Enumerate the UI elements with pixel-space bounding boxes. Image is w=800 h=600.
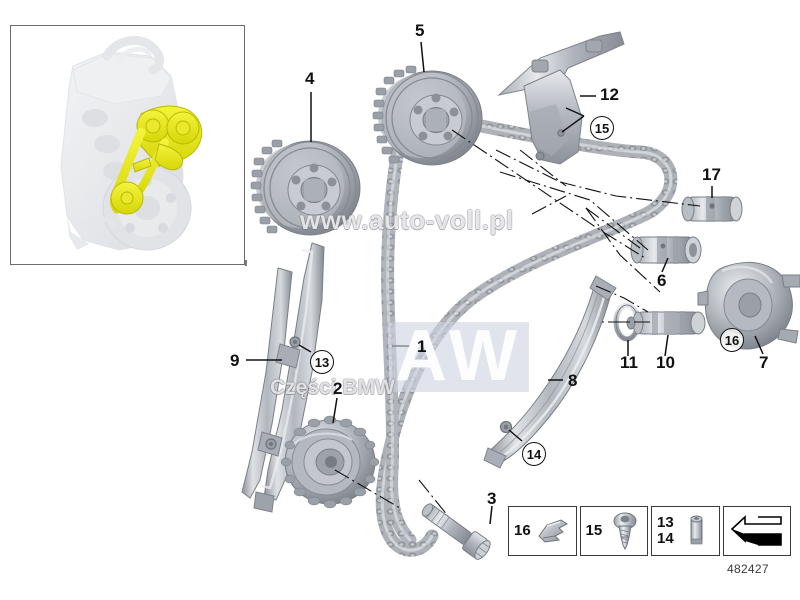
torx-screw-icon: [602, 511, 647, 551]
dowel-pin-icon: [674, 511, 719, 551]
hardware-legend: 16 15: [508, 506, 791, 556]
sprocket-bolt: [421, 503, 491, 560]
callout-5[interactable]: 5: [415, 21, 425, 40]
vanos-adjuster-exhaust: [250, 139, 361, 236]
circled-callout-13[interactable]: 13: [310, 350, 334, 374]
crankshaft-sprocket: [280, 415, 380, 509]
circled-callout-14[interactable]: 14: [522, 442, 546, 466]
callout-2[interactable]: 2: [333, 379, 343, 398]
vanos-solenoid-cover: [697, 261, 800, 350]
legend-cell-15: 15: [579, 506, 648, 556]
callout-7[interactable]: 7: [759, 353, 769, 372]
callout-1[interactable]: 1: [417, 337, 427, 356]
part-number: 482427: [727, 562, 769, 576]
leader-lines: [246, 41, 764, 525]
spring-clip-icon: [531, 514, 576, 548]
chain-tensioner-valve: [630, 236, 702, 264]
callout-17[interactable]: 17: [702, 165, 721, 184]
vanos-adjuster-intake: [372, 65, 483, 166]
legend-label-13: 13: [657, 514, 674, 532]
legend-label-15: 15: [585, 522, 603, 540]
circled-callout-16[interactable]: 16: [720, 328, 744, 352]
chain-tensioner-bracket: [497, 31, 625, 165]
guide-rail: [241, 242, 325, 513]
chain-tensioner-piston: [626, 311, 706, 335]
legend-cell-13-14: 13 14: [651, 506, 720, 556]
legend-label-16: 16: [514, 522, 531, 540]
timing-chain: [375, 113, 678, 557]
camshaft-sensor-wheel: [681, 196, 743, 222]
callout-6[interactable]: 6: [657, 271, 667, 290]
engine-overview-art: [60, 36, 203, 251]
legend-cell-direction: [722, 506, 791, 556]
legend-cell-16: 16: [508, 506, 577, 556]
callout-11[interactable]: 11: [620, 353, 638, 372]
callout-10[interactable]: 10: [656, 353, 675, 372]
legend-label-14: 14: [657, 530, 674, 547]
engine-overview-thumbnail: [10, 25, 245, 265]
callout-9[interactable]: 9: [230, 351, 240, 370]
callout-8[interactable]: 8: [568, 371, 578, 390]
circled-callout-15[interactable]: 15: [590, 116, 614, 140]
callout-12[interactable]: 12: [600, 85, 619, 104]
direction-arrow-icon: [724, 514, 791, 548]
legend-label-13-14: 13 14: [652, 515, 674, 547]
tensioning-rail: [483, 275, 617, 469]
callout-4[interactable]: 4: [305, 69, 315, 88]
callout-3[interactable]: 3: [487, 489, 497, 508]
assembly-axis-lines: [245, 129, 701, 517]
